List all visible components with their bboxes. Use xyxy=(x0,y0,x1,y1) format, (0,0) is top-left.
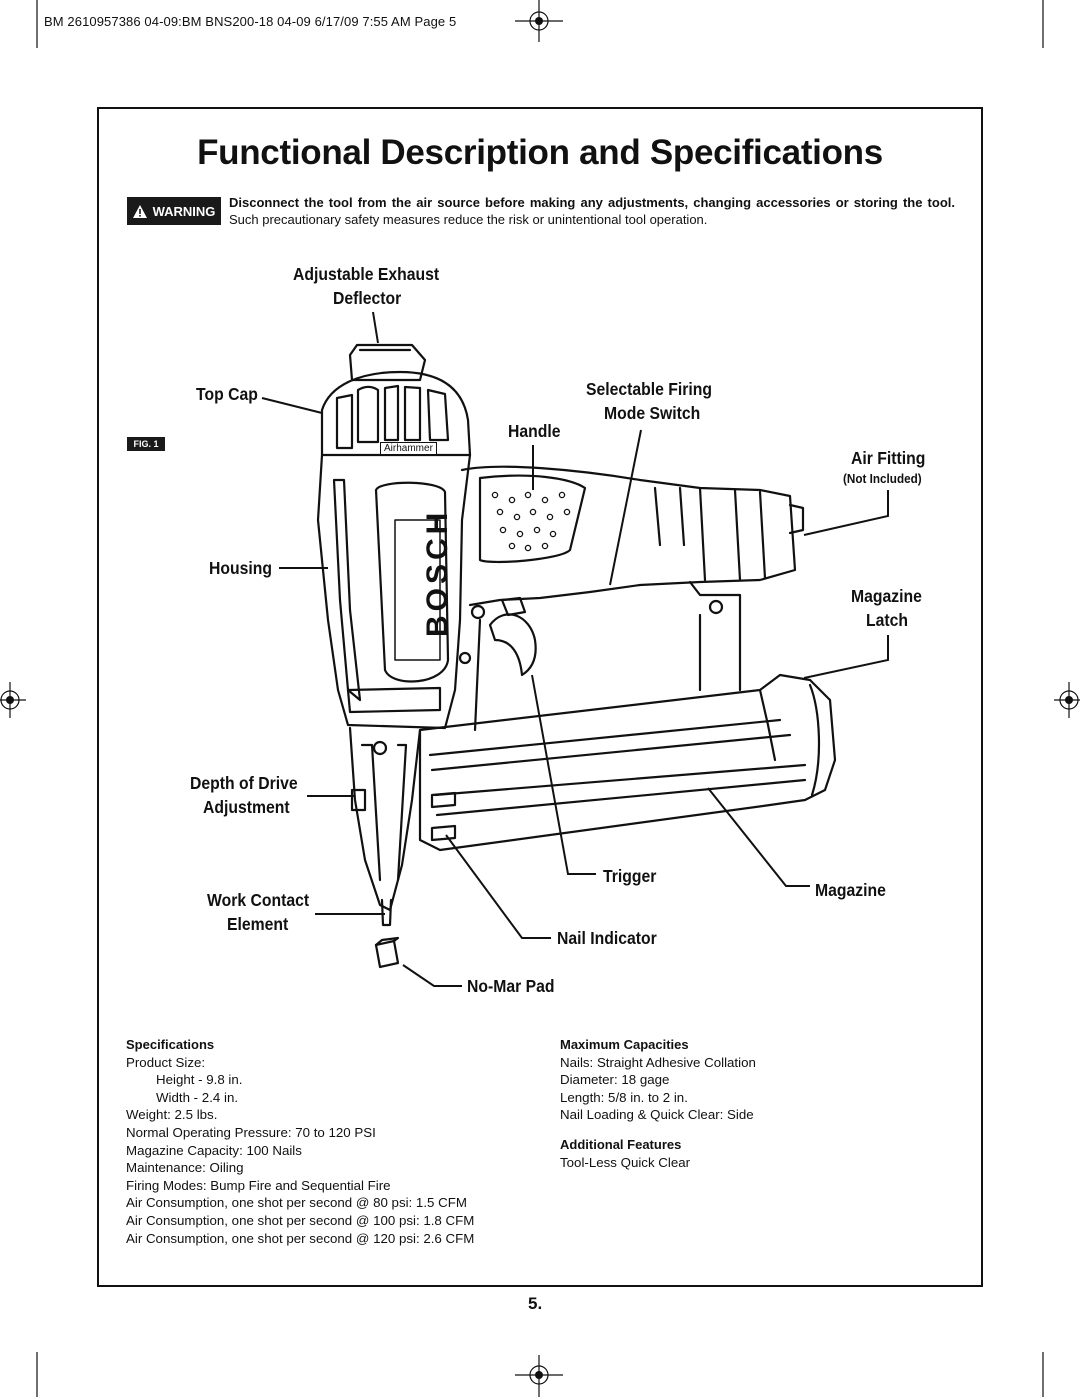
capacity-line: Nails: Straight Adhesive Collation xyxy=(560,1054,756,1070)
warning-text: Disconnect the tool from the air source … xyxy=(229,194,955,228)
bosch-logo-text: BOSCH xyxy=(421,508,454,637)
page-frame xyxy=(97,107,983,1287)
registration-mark-right xyxy=(1054,682,1080,718)
registration-mark-bottom xyxy=(515,1355,563,1397)
registration-mark-left xyxy=(0,682,26,718)
label-housing: Housing xyxy=(209,558,272,578)
label-deflector: Deflector xyxy=(333,288,402,308)
label-nail-indicator: Nail Indicator xyxy=(557,928,657,948)
capacity-line: Diameter: 18 gage xyxy=(560,1072,670,1088)
spec-line: Firing Modes: Bump Fire and Sequential F… xyxy=(126,1177,391,1193)
spec-line: Air Consumption, one shot per second @ 1… xyxy=(126,1230,475,1246)
registration-mark-top xyxy=(515,0,563,42)
print-header: BM 2610957386 04-09:BM BNS200-18 04-09 6… xyxy=(44,14,457,29)
warning-triangle-icon xyxy=(132,204,147,218)
figure-label: FIG. 1 xyxy=(127,437,165,451)
label-adjustable-exhaust: Adjustable Exhaust xyxy=(293,264,440,284)
spec-line: Air Consumption, one shot per second @ 8… xyxy=(126,1195,467,1211)
airhammer-badge: Airhammer xyxy=(380,442,437,455)
capacity-line: Length: 5/8 in. to 2 in. xyxy=(560,1089,688,1105)
spec-line: Product Size: xyxy=(126,1054,206,1070)
label-magazine: Magazine xyxy=(815,880,886,900)
capacities-section: Maximum Capacities Nails: Straight Adhes… xyxy=(560,1036,960,1171)
spec-line: Width - 2.4 in. xyxy=(156,1089,239,1105)
maximum-capacities-heading: Maximum Capacities xyxy=(560,1037,689,1052)
warning-badge: WARNING xyxy=(127,197,221,225)
warning-label: WARNING xyxy=(152,203,216,219)
label-selectable-firing: Selectable Firing xyxy=(586,379,713,399)
label-top-cap: Top Cap xyxy=(196,384,258,404)
page-title: Functional Description and Specification… xyxy=(197,133,883,172)
label-work-contact: Work Contact xyxy=(207,890,310,910)
additional-features-heading: Additional Features xyxy=(560,1136,682,1152)
label-handle: Handle xyxy=(508,421,561,441)
spec-line: Normal Operating Pressure: 70 to 120 PSI xyxy=(126,1124,376,1140)
warning-normal-text: Such precautionary safety measures reduc… xyxy=(229,212,708,227)
label-adjustment: Adjustment xyxy=(203,797,290,817)
warning-bold-text: Disconnect the tool from the air source … xyxy=(229,195,955,210)
page-number: 5. xyxy=(528,1294,543,1313)
spec-line: Magazine Capacity: 100 Nails xyxy=(126,1142,302,1158)
specifications-list: Product Size: Height - 9.8 in.Width - 2.4… xyxy=(126,1054,546,1248)
feature-line: Tool-Less Quick Clear xyxy=(560,1154,691,1170)
label-element: Element xyxy=(227,914,289,934)
specifications-section: Specifications Product Size: Height - 9.8… xyxy=(126,1036,546,1247)
additional-features-list: Tool-Less Quick Clear xyxy=(560,1154,960,1172)
spec-line: Air Consumption, one shot per second @ 1… xyxy=(126,1212,475,1228)
spec-line: Height - 9.8 in. xyxy=(156,1072,243,1088)
label-no-mar-pad: No-Mar Pad xyxy=(467,976,555,996)
label-depth-of-drive: Depth of Drive xyxy=(190,773,298,793)
spec-line: Maintenance: Oiling xyxy=(126,1160,244,1176)
capacity-line: Nail Loading & Quick Clear: Side xyxy=(560,1107,754,1123)
label-air-fitting: Air Fitting xyxy=(851,448,926,468)
label-not-included: (Not Included) xyxy=(843,471,922,486)
label-magazine-latch-line2: Latch xyxy=(866,610,909,630)
spec-line: Weight: 2.5 lbs. xyxy=(126,1107,218,1123)
label-trigger: Trigger xyxy=(603,866,657,886)
label-mode-switch: Mode Switch xyxy=(604,403,701,423)
specifications-heading: Specifications xyxy=(126,1037,215,1052)
label-magazine-latch-line1: Magazine xyxy=(851,586,922,606)
